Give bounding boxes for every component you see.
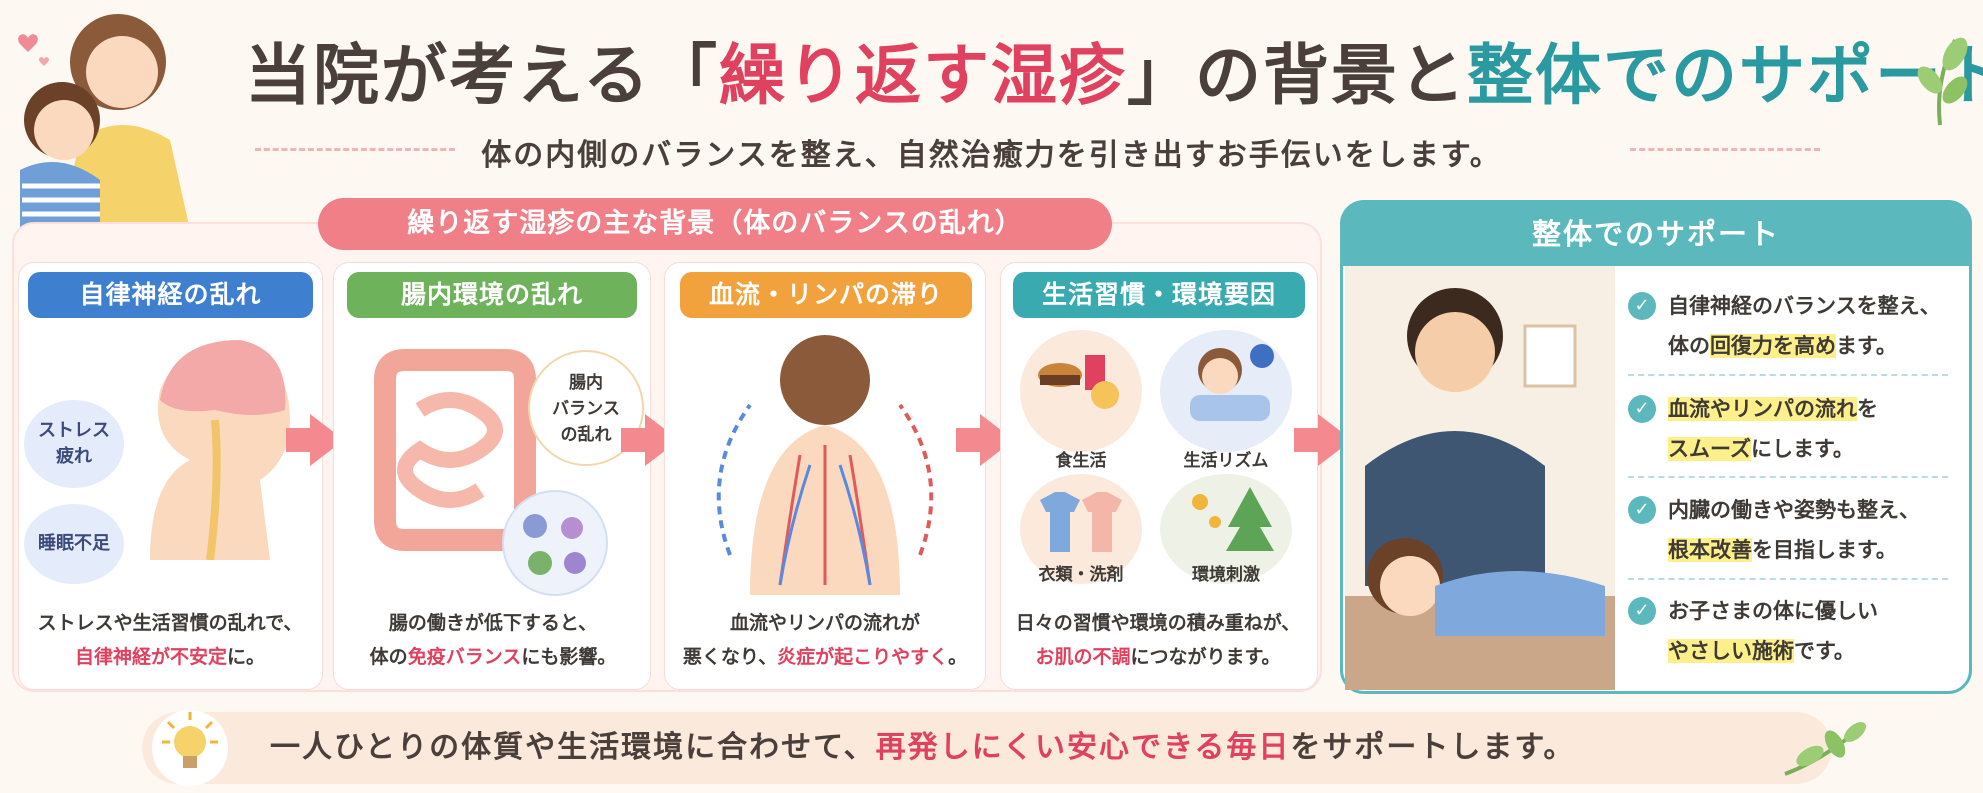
bacteria-illustration <box>502 490 608 596</box>
check-icon: ✓ <box>1628 597 1656 625</box>
footer-message: 一人ひとりの体質や生活環境に合わせて、再発しにくい安心できる毎日をサポートします… <box>270 730 1576 765</box>
check-icon: ✓ <box>1628 292 1656 320</box>
check-icon: ✓ <box>1628 395 1656 423</box>
page-title: 当院が考える「繰り返す湿疹」の背景と整体でのサポート <box>245 37 1983 114</box>
support-section-title: 整体でのサポート <box>1342 202 1970 266</box>
therapist-treatment-illustration <box>1345 266 1615 690</box>
page-subtitle: 体の内側のバランスを整え、自然治癒力を引き出すお手伝いをします。 <box>481 138 1502 173</box>
sleeping-child-icon <box>1190 344 1274 421</box>
leaf-icon <box>1784 722 1867 776</box>
support-divider <box>1628 578 1948 580</box>
support-item-4: お子さまの体に優しい やさしい施術です。 <box>1668 599 1878 663</box>
tree-pollen-icon <box>1192 487 1274 551</box>
card-heading-lifestyle: 生活習慣・環境要因 <box>1013 272 1305 318</box>
lightbulb-icon <box>152 710 228 786</box>
lifestyle-item-clothes: 衣類・洗剤 <box>1038 565 1124 585</box>
check-icon: ✓ <box>1628 496 1656 524</box>
card-lifestyle <box>1000 262 1318 690</box>
environment-circle <box>1160 474 1292 584</box>
card-heading-gut: 腸内環境の乱れ <box>347 272 637 318</box>
lifestyle-item-rhythm: 生活リズム <box>1183 451 1269 471</box>
support-item-1: 自律神経のバランスを整え、 体の回復力を高めます。 <box>1668 294 1941 358</box>
card-heading-autonomic: 自律神経の乱れ <box>28 272 313 318</box>
heart-icon <box>18 34 38 52</box>
lifestyle-item-food: 食生活 <box>1055 451 1107 471</box>
head-brain-illustration <box>150 340 290 560</box>
footer-banner <box>142 712 1832 784</box>
card-caption-autonomic: ストレスや生活習慣の乱れで、 自律神経が不安定に。 <box>37 612 303 668</box>
card-caption-gut: 腸の働きが低下すると、 体の免疫バランスにも影響。 <box>369 612 617 668</box>
support-divider <box>1628 476 1948 478</box>
moon-icon <box>1250 344 1274 368</box>
card-caption-lifestyle: 日々の習慣や環境の積み重ねが、 お肌の不調につながります。 <box>1015 612 1301 668</box>
card-caption-blood: 血流やリンパの流れが 悪くなり、炎症が起こりやすく。 <box>682 612 968 668</box>
support-divider <box>1628 374 1948 376</box>
bubble-sleep: 睡眠不足 <box>24 504 124 584</box>
back-circulation-illustration <box>716 335 934 595</box>
support-item-3: 内臓の働きや姿勢も整え、 根本改善を目指します。 <box>1668 498 1920 562</box>
subtitle-rule-left <box>255 148 455 151</box>
card-heading-blood: 血流・リンパの滞り <box>680 272 972 318</box>
food-icon <box>1038 355 1119 409</box>
leaf-icon <box>1917 37 1968 126</box>
food-circle <box>1020 330 1142 452</box>
mother-child-illustration <box>18 14 190 230</box>
lifestyle-item-environment: 環境刺激 <box>1192 565 1260 585</box>
subtitle-rule-right <box>1630 148 1820 151</box>
clothes-icon <box>1040 492 1122 552</box>
background-section-title: 繰り返す湿疹の主な背景（体のバランスの乱れ） <box>318 198 1112 250</box>
support-item-2: 血流やリンパの流れを スムーズにします。 <box>1668 397 1878 461</box>
clothes-circle <box>1020 474 1142 584</box>
bubble-stress: ストレス 疲れ <box>24 400 124 488</box>
heart-icon-small <box>39 57 49 66</box>
